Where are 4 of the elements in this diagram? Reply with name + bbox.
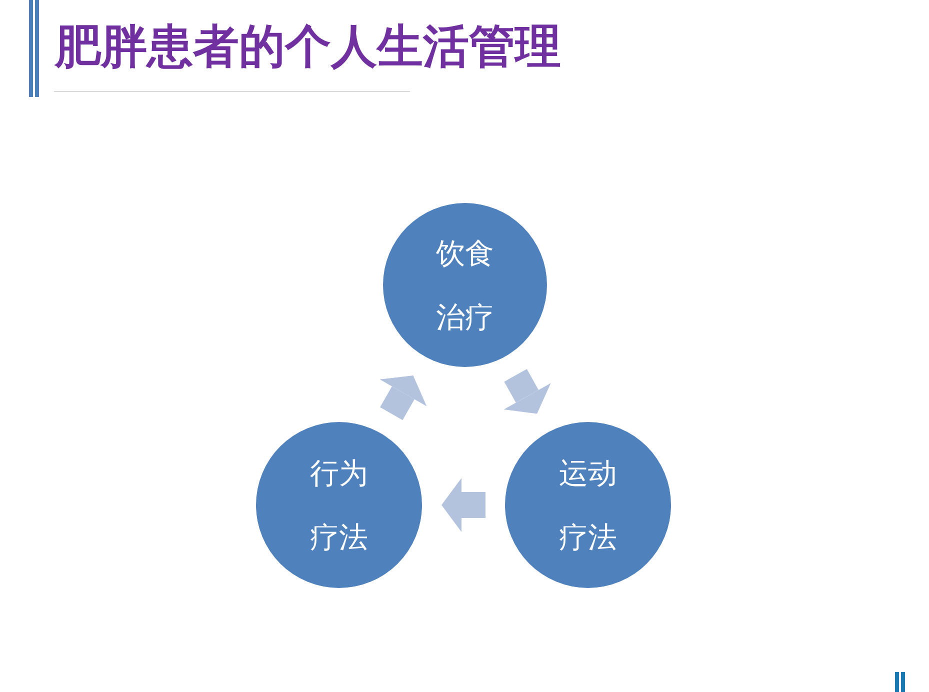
circle-label: 饮食治疗 [434,235,495,336]
circle-label: 运动疗法 [558,455,618,556]
title: 肥胖患者的个人生活管理 [55,18,561,74]
circle-label: 行为疗法 [308,455,369,556]
